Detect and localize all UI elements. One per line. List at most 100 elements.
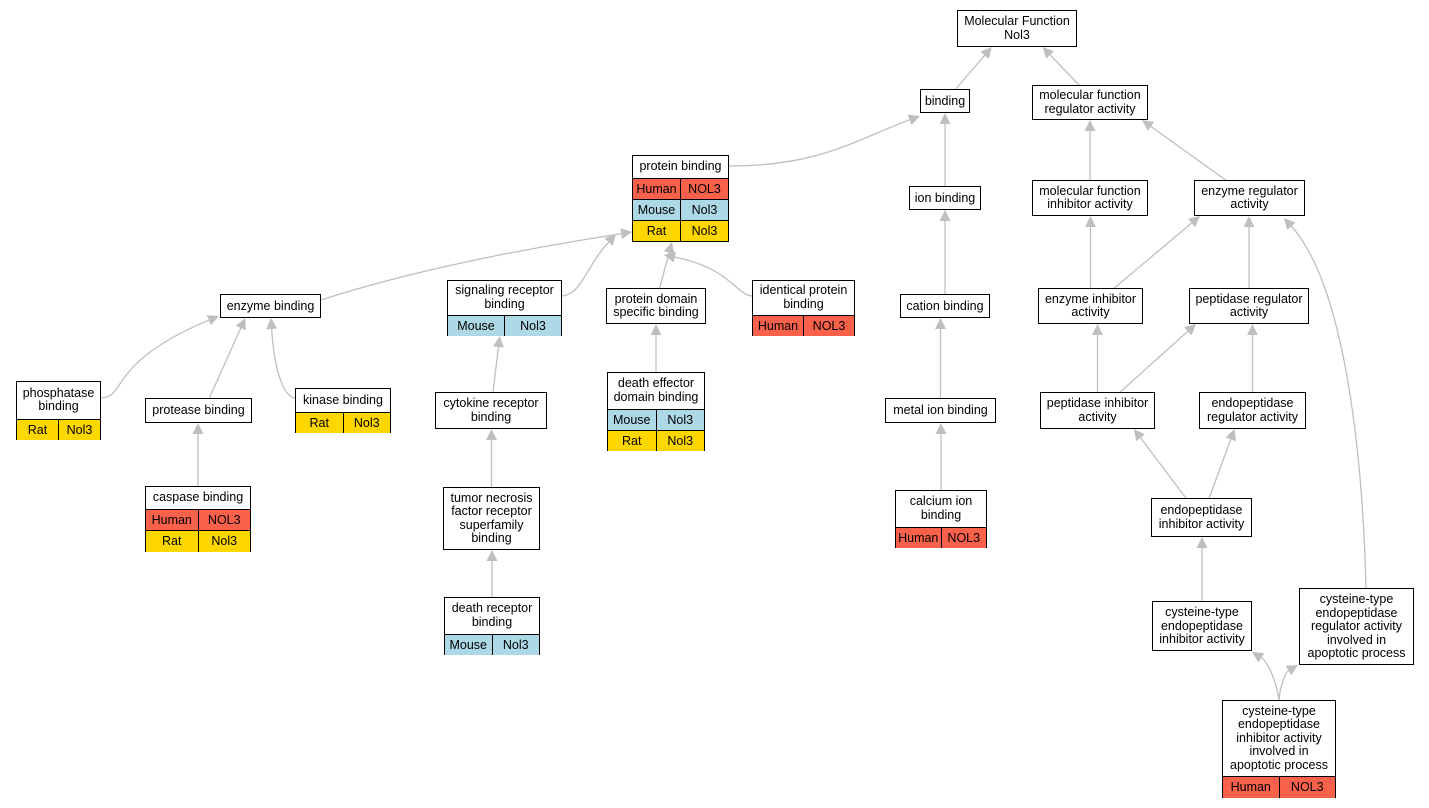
arrowhead-icon <box>1252 652 1265 663</box>
go-term-label: cation binding <box>906 298 984 313</box>
go-term-label: Molecular Function Nol3 <box>964 14 1070 42</box>
is-a-edge <box>271 328 296 399</box>
arrowhead-icon <box>939 210 951 221</box>
is-a-edge <box>1119 330 1189 393</box>
go-term-node[interactable]: cytokine receptor binding <box>435 392 547 429</box>
go-term-node[interactable]: metal ion binding <box>885 398 996 423</box>
arrowhead-icon <box>192 423 204 434</box>
gene-cell: Nol3 <box>58 419 100 440</box>
arrowhead-icon <box>663 242 675 255</box>
species-cell: Human <box>1230 780 1271 794</box>
go-term-label: peptidase regulator activity <box>1195 291 1303 320</box>
species-cell: Mouse <box>637 202 676 217</box>
is-a-edge <box>1278 669 1289 701</box>
is-a-edge <box>674 256 753 297</box>
is-a-edge <box>659 252 670 289</box>
species-cell: Rat <box>27 422 48 437</box>
go-term-label: phosphatase binding <box>22 385 95 414</box>
arrowhead-icon <box>650 324 662 335</box>
arrowhead-icon <box>620 228 632 240</box>
go-term-node[interactable]: protein domain specific binding <box>606 288 706 324</box>
arrowhead-icon <box>1225 429 1236 442</box>
go-term-node[interactable]: molecular function inhibitor activity <box>1032 180 1148 216</box>
is-a-edge <box>1140 437 1187 499</box>
go-term-label: endopeptidase inhibitor activity <box>1158 503 1245 531</box>
go-term-label: molecular function inhibitor activity <box>1039 183 1141 212</box>
is-a-edge <box>561 241 610 297</box>
gene-cell: Nol3 <box>655 409 705 430</box>
arrowhead-icon <box>1085 216 1096 227</box>
arrowhead-icon <box>935 318 946 329</box>
arrowhead-icon <box>1188 216 1200 228</box>
go-term-node[interactable]: peptidase inhibitor activity <box>1040 392 1155 429</box>
gene-cell: Nol3 <box>504 315 561 336</box>
go-term-label: peptidase inhibitor activity <box>1046 396 1149 424</box>
go-term-label: caspase binding <box>152 490 244 504</box>
arrowhead-icon <box>1092 324 1103 335</box>
is-a-edge <box>1113 222 1192 289</box>
go-term-node[interactable]: cysteine-type endopeptidase regulator ac… <box>1299 588 1414 665</box>
arrowhead-icon <box>235 318 246 331</box>
species-cell: Mouse <box>612 412 651 427</box>
go-term-node[interactable]: enzyme binding <box>220 294 321 318</box>
annotation-row: Rat Nol3 <box>17 418 100 440</box>
go-term-label: ion binding <box>914 190 976 205</box>
go-term-label: protein domain specific binding <box>613 291 699 320</box>
is-a-edge <box>1260 657 1280 701</box>
annotation-row: Human NOL3 <box>1223 775 1336 798</box>
go-term-label: metal ion binding <box>893 403 988 417</box>
gene-cell: NOL3 <box>680 178 728 199</box>
go-term-label: death effector domain binding <box>613 376 699 404</box>
go-term-node[interactable]: protease binding <box>145 398 252 423</box>
gene-cell: NOL3 <box>1278 776 1336 798</box>
go-term-node[interactable]: cysteine-type endopeptidase inhibitor ac… <box>1152 601 1252 651</box>
arrowhead-icon <box>1247 324 1258 335</box>
go-term-label: death receptor binding <box>451 601 533 629</box>
go-term-node[interactable]: tumor necrosis factor receptor superfami… <box>443 487 540 550</box>
go-term-label: endopeptidase regulator activity <box>1206 396 1298 424</box>
gene-cell: Nol3 <box>342 412 391 433</box>
go-term-label: cysteine-type endopeptidase inhibitor ac… <box>1230 703 1328 772</box>
go-term-label: molecular function regulator activity <box>1039 88 1141 116</box>
species-cell: Human <box>757 318 799 333</box>
go-term-node[interactable]: molecular function regulator activity <box>1032 85 1148 120</box>
go-term-node[interactable]: binding <box>920 89 970 113</box>
go-term-node[interactable]: cysteine-type endopeptidase inhibitor ac… <box>1222 700 1336 798</box>
species-cell: Human <box>636 181 677 196</box>
gene-cell: NOL3 <box>197 509 251 530</box>
go-term-node[interactable]: ion binding <box>909 186 981 210</box>
go-term-node[interactable]: endopeptidase regulator activity <box>1199 392 1306 429</box>
go-term-label: kinase binding <box>303 392 383 407</box>
go-term-label: tumor necrosis factor receptor superfami… <box>450 490 533 546</box>
arrowhead-icon <box>1042 47 1055 59</box>
go-term-node[interactable]: enzyme inhibitor activity <box>1038 288 1143 324</box>
go-term-label: enzyme inhibitor activity <box>1044 291 1136 320</box>
gene-cell: Nol3 <box>197 531 251 552</box>
arrowhead-icon <box>1133 429 1145 442</box>
arrowhead-icon <box>206 315 219 326</box>
go-term-node[interactable]: peptidase regulator activity <box>1189 288 1309 324</box>
is-a-edge <box>1150 125 1226 181</box>
go-term-label: protease binding <box>152 403 245 417</box>
arrowhead-icon <box>939 113 951 124</box>
go-term-node[interactable]: endopeptidase inhibitor activity <box>1151 498 1252 537</box>
arrowhead-icon <box>935 423 947 434</box>
go-term-node[interactable]: Molecular Function Nol3 <box>957 10 1077 47</box>
go-term-node[interactable]: cation binding <box>900 294 990 318</box>
go-term-label: protein binding <box>639 159 722 173</box>
arrowhead-icon <box>1243 216 1255 227</box>
go-term-node[interactable]: enzyme regulator activity <box>1194 180 1305 216</box>
go-term-label: enzyme binding <box>226 298 315 313</box>
